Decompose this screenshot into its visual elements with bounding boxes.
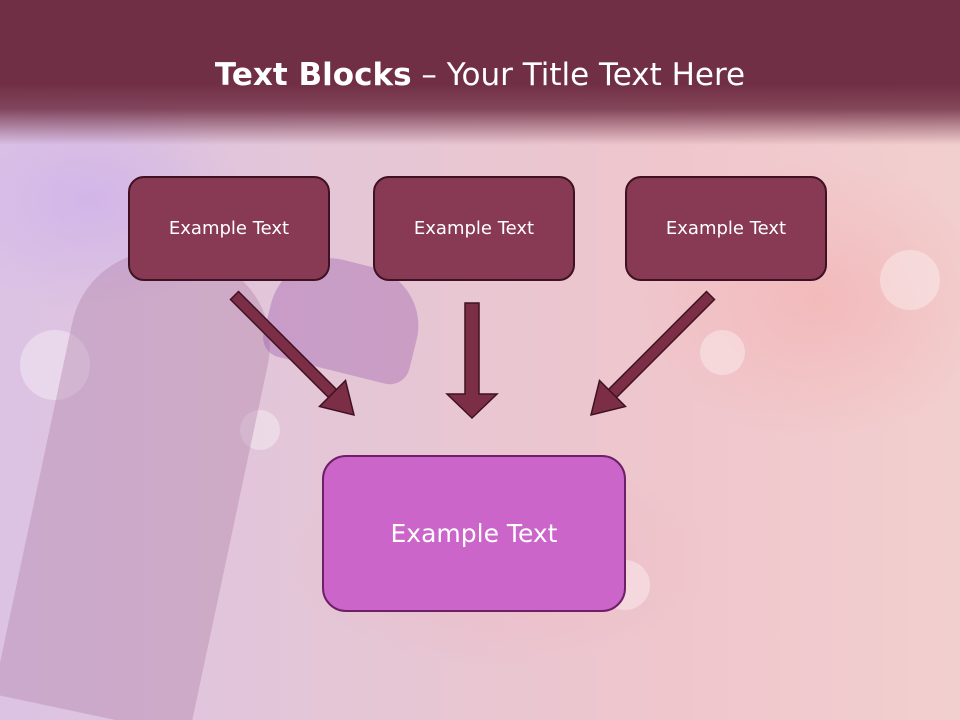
arrow-left xyxy=(229,290,356,417)
arrow-right xyxy=(589,290,716,417)
text-block-3: Example Text xyxy=(625,176,827,281)
title-bold: Text Blocks xyxy=(214,57,412,93)
bokeh-light xyxy=(700,330,745,375)
title-separator: – xyxy=(411,57,447,93)
slide-title: Text Blocks – Your Title Text Here xyxy=(0,52,960,98)
text-block-1-label: Example Text xyxy=(168,218,290,239)
bokeh-light xyxy=(20,330,90,400)
bokeh-light xyxy=(880,250,940,310)
bokeh-light xyxy=(240,410,280,450)
target-block-label: Example Text xyxy=(390,519,558,548)
arrow-center xyxy=(445,302,499,420)
text-block-2: Example Text xyxy=(373,176,575,281)
text-block-1: Example Text xyxy=(128,176,330,281)
text-block-2-label: Example Text xyxy=(413,218,535,239)
text-block-3-label: Example Text xyxy=(665,218,787,239)
title-rest: Your Title Text Here xyxy=(446,57,746,93)
title-bar xyxy=(0,0,960,145)
target-block: Example Text xyxy=(322,455,626,612)
